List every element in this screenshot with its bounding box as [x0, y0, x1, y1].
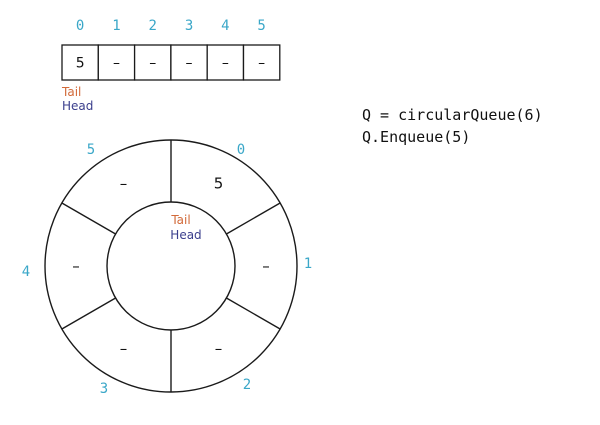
array-head-pointer: Head	[62, 99, 93, 113]
ring-divider	[61, 297, 116, 330]
array-cell-value: –	[258, 56, 265, 72]
array-cell	[206, 44, 245, 81]
array-cell-value: –	[222, 56, 229, 72]
ring-divider	[226, 297, 281, 330]
ring-index-label: 4	[22, 264, 30, 280]
ring-divider	[61, 202, 116, 235]
array-cell	[242, 44, 281, 81]
array-index-label: 0	[76, 18, 84, 34]
array-cell-value: –	[113, 56, 120, 72]
ring-index-label: 3	[100, 381, 108, 397]
ring-segment-value: –	[215, 339, 223, 357]
code-panel: Q = circularQueue(6) Q.Enqueue(5)	[362, 104, 543, 148]
ring-index-label: 5	[87, 142, 95, 158]
array-index-label: 4	[221, 18, 229, 34]
ring-index-label: 0	[237, 142, 245, 158]
array-cell-value: –	[149, 56, 156, 72]
array-index-label: 2	[149, 18, 157, 34]
array-index-label: 5	[257, 18, 265, 34]
array-cell	[97, 44, 136, 81]
array-cell-value: –	[186, 56, 193, 72]
array-cell-value: 5	[76, 56, 85, 72]
ring-divider	[226, 202, 281, 235]
code-line-constructor: Q = circularQueue(6)	[362, 106, 543, 124]
ring-segment-value: 5	[214, 175, 224, 193]
ring-head-pointer: Head	[170, 228, 201, 242]
ring-index-label: 2	[243, 377, 251, 393]
ring-segment-value: –	[120, 339, 128, 357]
ring-segment-value: –	[120, 175, 128, 193]
array-cell	[61, 44, 99, 81]
ring-segment-value: –	[72, 257, 80, 275]
ring-index-label: 1	[304, 256, 312, 272]
array-index-label: 3	[185, 18, 193, 34]
array-index-label: 1	[112, 18, 120, 34]
code-line-enqueue: Q.Enqueue(5)	[362, 128, 471, 146]
ring-segment-value: –	[262, 257, 270, 275]
array-tail-pointer: Tail	[61, 85, 81, 99]
ring-tail-pointer: Tail	[170, 213, 190, 227]
array-cell	[133, 44, 172, 81]
